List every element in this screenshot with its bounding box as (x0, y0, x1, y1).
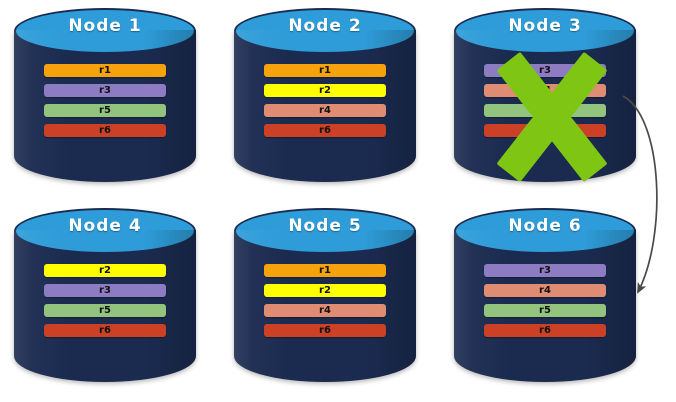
node-5-label: Node 5 (288, 216, 362, 236)
node-5-replica-stack: r1 r2 r4 r6 (264, 264, 386, 344)
node-4-label: Node 4 (68, 216, 142, 236)
node-1-replica-stack: r1 r3 r5 r6 (44, 64, 166, 144)
node-2-replica-stack: r1 r2 r4 r6 (264, 64, 386, 144)
replica-item[interactable]: r2 (264, 284, 386, 297)
replica-item[interactable]: r6 (264, 124, 386, 137)
replica-item[interactable]: r3 (484, 64, 606, 77)
replica-item[interactable]: r5 (44, 104, 166, 117)
replica-item[interactable]: r6 (484, 124, 606, 137)
cylinder-top-ellipse (14, 208, 196, 254)
node-6-replica-stack: r3 r4 r5 r6 (484, 264, 606, 344)
node-6-label: Node 6 (508, 216, 582, 236)
replica-item[interactable]: r3 (44, 84, 166, 97)
node-4-replica-stack: r2 r3 r5 r6 (44, 264, 166, 344)
replica-item[interactable]: r4 (484, 284, 606, 297)
node-2-label: Node 2 (288, 16, 362, 36)
node-1[interactable]: Node 1 r1 r3 r5 r6 (14, 8, 196, 190)
replica-item[interactable]: r2 (44, 264, 166, 277)
node-6[interactable]: Node 6 r3 r4 r5 r6 (454, 208, 636, 390)
replica-item[interactable]: r5 (44, 304, 166, 317)
cylinder-top-ellipse (234, 208, 416, 254)
cylinder-top-ellipse (14, 8, 196, 54)
node-4[interactable]: Node 4 r2 r3 r5 r6 (14, 208, 196, 390)
cylinder-top-ellipse (454, 208, 636, 254)
cylinder-top-ellipse (454, 8, 636, 54)
node-5[interactable]: Node 5 r1 r2 r4 r6 (234, 208, 416, 390)
replica-item[interactable]: r4 (484, 84, 606, 97)
replica-item[interactable]: r3 (484, 264, 606, 277)
node-3-label: Node 3 (508, 16, 582, 36)
replica-item[interactable]: r5 (484, 104, 606, 117)
node-3-replica-stack: r3 r4 r5 r6 (484, 64, 606, 144)
replica-item[interactable]: r2 (264, 84, 386, 97)
cylinder-top-ellipse (234, 8, 416, 54)
replica-item[interactable]: r1 (44, 64, 166, 77)
replica-item[interactable]: r4 (264, 104, 386, 117)
node-2[interactable]: Node 2 r1 r2 r4 r6 (234, 8, 416, 190)
replica-item[interactable]: r6 (264, 324, 386, 337)
node-3[interactable]: Node 3 r3 r4 r5 r6 (454, 8, 636, 190)
replica-item[interactable]: r1 (264, 264, 386, 277)
replica-item[interactable]: r6 (44, 324, 166, 337)
replica-item[interactable]: r1 (264, 64, 386, 77)
replica-item[interactable]: r4 (264, 304, 386, 317)
node-1-label: Node 1 (68, 16, 142, 36)
replica-item[interactable]: r3 (44, 284, 166, 297)
replica-item[interactable]: r5 (484, 304, 606, 317)
replica-item[interactable]: r6 (44, 124, 166, 137)
replica-item[interactable]: r6 (484, 324, 606, 337)
